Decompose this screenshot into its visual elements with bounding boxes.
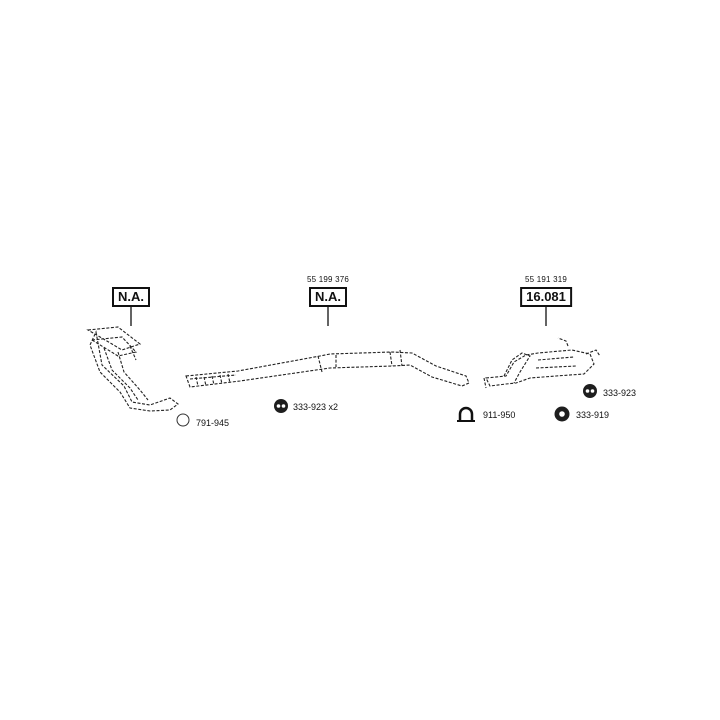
mount-part-number: 333-919 (576, 410, 610, 420)
rear-hanger-part-number: 333-923 (603, 388, 637, 398)
front-manifold-pipe[interactable] (86, 326, 179, 412)
rear-oem-number: 55 191 319 (524, 275, 568, 284)
rear-silencer[interactable] (483, 337, 601, 389)
gasket-part-number: 791-945 (196, 418, 230, 428)
clamp-part-number: 911-950 (483, 410, 516, 420)
middle-oem-number: 55 199 376 (306, 275, 350, 284)
gasket-ring-icon[interactable] (176, 413, 190, 427)
front-part-code[interactable]: N.A. (112, 287, 150, 307)
middle-pipe[interactable] (185, 349, 470, 388)
middle-part-code[interactable]: N.A. (309, 287, 347, 307)
rear-part-code[interactable]: 16.081 (520, 287, 572, 307)
pipe-clamp-icon[interactable] (457, 406, 475, 422)
rubber-hanger-icon[interactable] (583, 384, 597, 398)
middle-hanger-part-number: 333-923 x2 (293, 402, 339, 412)
rubber-hanger-icon[interactable] (274, 399, 288, 413)
rubber-mount-icon[interactable] (554, 406, 570, 422)
